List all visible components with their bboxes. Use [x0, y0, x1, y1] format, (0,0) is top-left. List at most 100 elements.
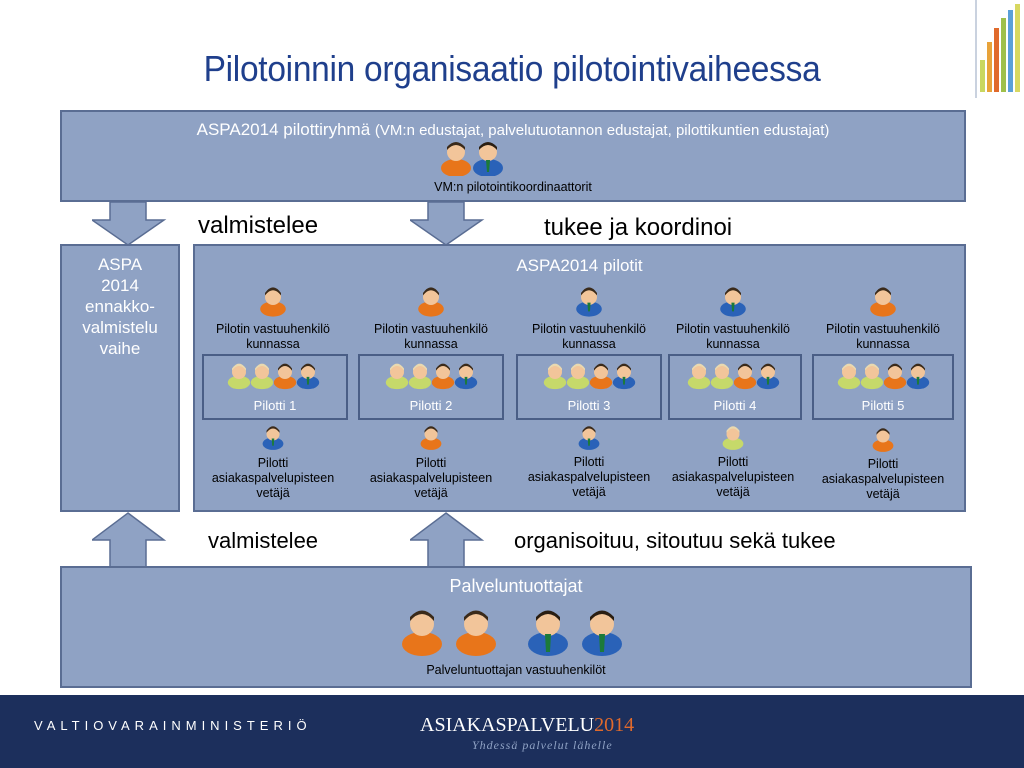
pilot-name: Pilotti 1: [253, 398, 297, 413]
responsible-line: kunnassa: [562, 337, 616, 351]
pre-phase-line: ennakko-: [85, 297, 155, 316]
person-blue-icon: [528, 610, 568, 656]
prepares-top-label: valmistelee: [190, 210, 327, 242]
person-blue-icon: [454, 363, 478, 390]
leader-line: Pilotti: [573, 455, 605, 469]
leader-line: vetäjä: [414, 486, 448, 500]
leader-line: asiakaspalvelupisteen: [527, 470, 651, 484]
person-green-icon: [385, 363, 409, 390]
brand-year: 2014: [594, 714, 635, 736]
leader-line: asiakaspalvelupisteen: [671, 470, 795, 484]
person-blue-icon: [473, 142, 503, 176]
person-blue-icon: [576, 287, 602, 317]
pilot-name: Pilotti 4: [713, 398, 757, 413]
person-blue-icon: [715, 284, 751, 320]
pilot-team-icons: [385, 362, 479, 394]
person-blue-icon: [575, 424, 603, 454]
up-arrow-icon: [410, 512, 490, 568]
responsible-line: kunnassa: [246, 337, 300, 351]
person-blue-icon: [571, 284, 607, 320]
responsible-line: kunnassa: [404, 337, 458, 351]
leader-line: asiakaspalvelupisteen: [369, 471, 493, 485]
providers-box: [60, 566, 972, 688]
person-green-icon: [227, 363, 251, 390]
person-orange-icon: [260, 287, 286, 317]
page-title: Pilotoinnin organisaatio pilotointivaihe…: [203, 48, 821, 89]
brand-name: ASIAKASPALVELU: [420, 714, 595, 736]
person-orange-icon: [255, 284, 291, 320]
responsible-line: kunnassa: [856, 337, 910, 351]
person-orange-icon: [418, 287, 444, 317]
responsible-line: kunnassa: [706, 337, 760, 351]
pilot-name: Pilotti 5: [861, 398, 905, 413]
person-green-icon: [687, 363, 711, 390]
pre-phase-line: vaihe: [99, 339, 141, 358]
bar-logo-icon: [972, 0, 1024, 100]
leader-line: vetäjä: [572, 485, 606, 499]
person-orange-icon: [865, 284, 901, 320]
responsible-line: Pilotin vastuuhenkilö: [374, 322, 488, 336]
pilot-name: Pilotti 2: [409, 398, 453, 413]
person-orange-icon: [402, 610, 442, 656]
providers-icons: [398, 604, 628, 656]
leader-line: vetäjä: [256, 486, 290, 500]
person-orange-icon: [431, 363, 455, 390]
person-green-icon: [860, 363, 884, 390]
pre-phase-line: 2014: [101, 276, 139, 295]
person-blue-icon: [262, 426, 284, 450]
person-green-icon: [566, 363, 590, 390]
supports-label: tukee ja koordinoi: [536, 212, 741, 244]
pilot-box: [812, 354, 954, 420]
person-blue-icon: [906, 363, 930, 390]
pilot-box: [516, 354, 662, 420]
pilot-group-name: ASPA2014 pilottiryhmä: [196, 120, 371, 139]
person-orange-icon: [413, 284, 449, 320]
person-orange-icon: [441, 142, 471, 176]
pilots-group-title: ASPA2014 pilotit: [516, 256, 643, 275]
organizes-label: organisoituu, sitoutuu sekä tukee: [514, 528, 836, 553]
person-green-icon: [543, 363, 567, 390]
leader-line: asiakaspalvelupisteen: [211, 471, 335, 485]
responsible-line: Pilotin vastuuhenkilö: [826, 322, 940, 336]
responsible-line: Pilotin vastuuhenkilö: [676, 322, 790, 336]
footer-bar: [0, 695, 1024, 768]
person-orange-icon: [417, 424, 445, 454]
pilot-group-box: [60, 110, 966, 202]
brand-logo: ASIAKASPALVELU2014: [420, 714, 634, 737]
person-blue-icon: [578, 426, 600, 450]
ministry-name: VALTIOVARAINMINISTERIÖ: [34, 718, 312, 733]
providers-caption: Palveluntuottajan vastuuhenkilöt: [426, 663, 606, 677]
person-green-icon: [710, 363, 734, 390]
pilot-team-icons: [687, 362, 781, 394]
up-arrow-icon: [92, 512, 172, 568]
pilot-group-heading: ASPA2014 pilottiryhmä (VM:n edustajat, p…: [60, 120, 966, 140]
prepares-bottom-label: valmistelee: [208, 528, 319, 553]
person-orange-icon: [733, 363, 757, 390]
person-orange-icon: [869, 426, 897, 456]
leader-line: vetäjä: [716, 485, 750, 499]
person-blue-icon: [612, 363, 636, 390]
leader-line: Pilotti: [867, 457, 899, 471]
person-blue-icon: [296, 363, 320, 390]
pre-phase-line: valmistelu: [82, 318, 158, 337]
pilot-name: Pilotti 3: [567, 398, 611, 413]
person-blue-icon: [756, 363, 780, 390]
leader-line: Pilotti: [415, 456, 447, 470]
person-orange-icon: [589, 363, 613, 390]
person-blue-icon: [582, 610, 622, 656]
pilot-team-icons: [227, 362, 321, 394]
person-green-icon: [408, 363, 432, 390]
person-orange-icon: [870, 287, 896, 317]
leader-line: asiakaspalvelupisteen: [821, 472, 945, 486]
providers-title: Palveluntuottajat: [449, 576, 583, 596]
person-blue-icon: [259, 424, 287, 454]
person-green-icon: [722, 426, 744, 450]
